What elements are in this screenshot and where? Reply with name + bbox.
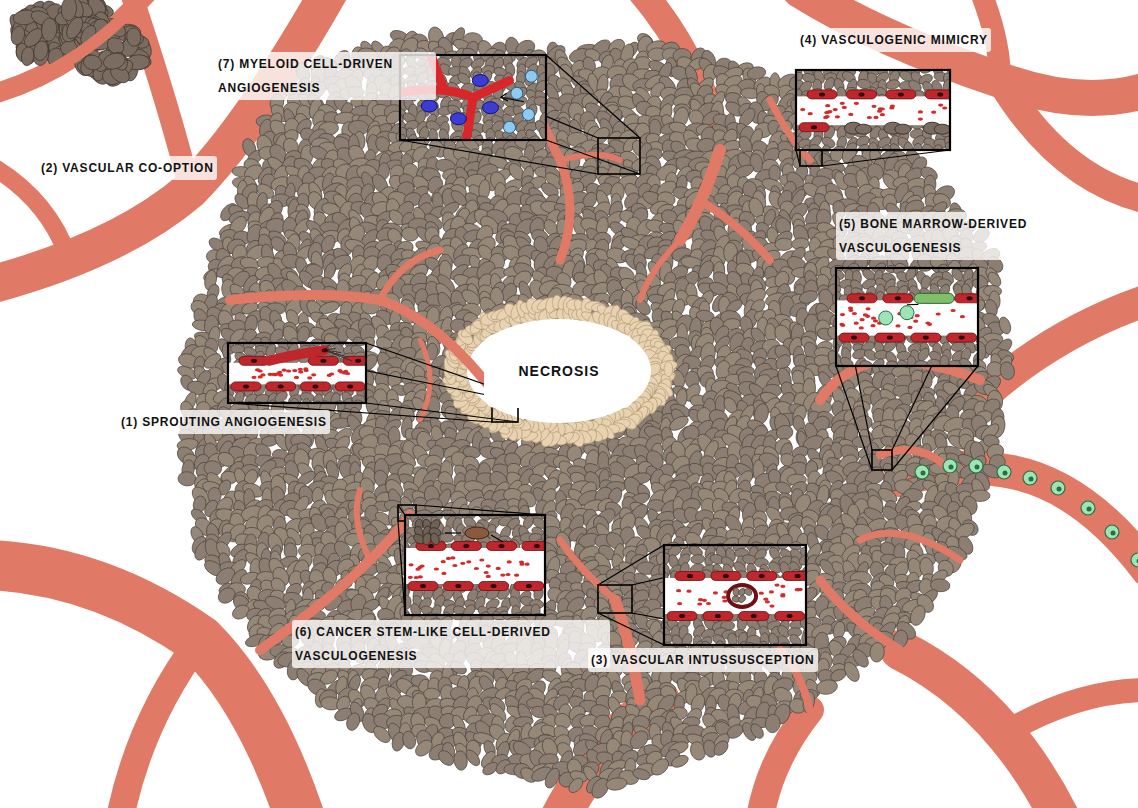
tumor-cell: [775, 238, 793, 251]
